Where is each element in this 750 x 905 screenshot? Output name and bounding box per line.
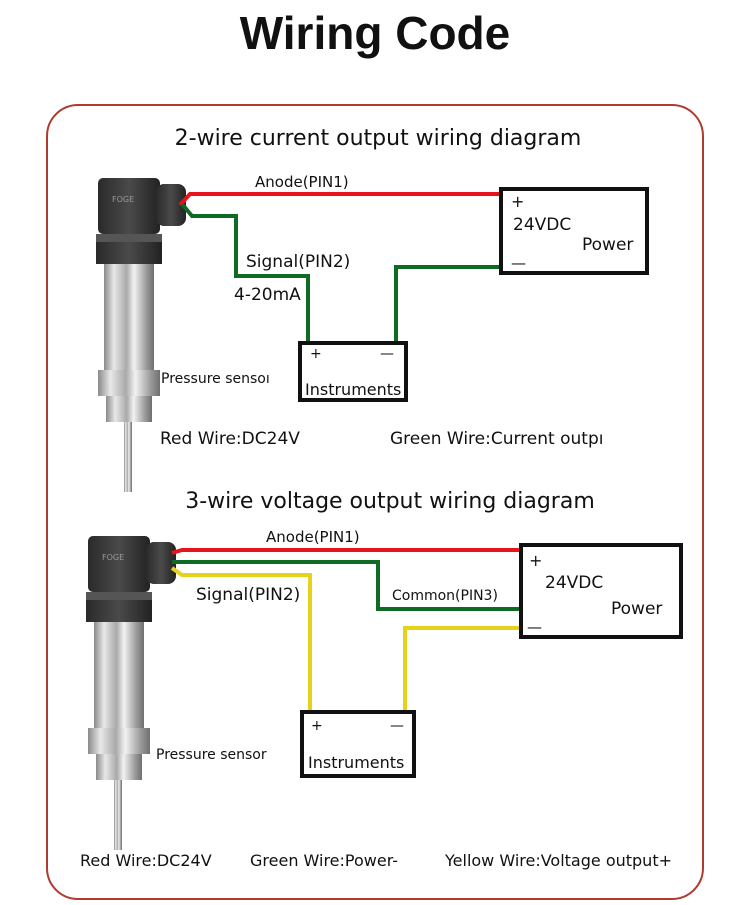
power-voltage-2: 24VDC	[545, 573, 603, 593]
sensor-label-2: Pressure sensor	[156, 747, 267, 763]
instruments-label-2: Instruments	[308, 753, 404, 772]
legend-green-1: Green Wire:Current outpı	[390, 429, 603, 449]
power-minus-1: —	[511, 254, 526, 272]
instruments-box-2	[300, 710, 416, 778]
diagram1-heading: 2-wire current output wiring diagram	[175, 126, 582, 151]
power-box-1	[499, 187, 649, 275]
sensor-label-1: Pressure sensoı	[161, 371, 270, 387]
instruments-box-1	[298, 341, 408, 402]
legend-red-1: Red Wire:DC24V	[160, 429, 300, 449]
page-title: Wiring Code	[239, 7, 511, 59]
signal-label-2: Signal(PIN2)	[196, 585, 300, 605]
current-label: 4-20mA	[234, 285, 301, 305]
anode-label-2: Anode(PIN1)	[266, 528, 360, 546]
power-label-2: Power	[611, 599, 662, 619]
green-wire-2	[172, 560, 520, 611]
instruments-minus-2: —	[390, 718, 404, 734]
red-wire-1	[178, 192, 500, 207]
power-plus-1: +	[511, 192, 524, 211]
yellow-wire-2a	[170, 566, 312, 712]
green-wire-1a	[180, 202, 310, 343]
instruments-label-1: Instruments	[305, 380, 401, 399]
pressure-sensor-image-2	[86, 536, 176, 850]
legend-green-2: Green Wire:Power-	[250, 851, 398, 870]
signal-label-1: Signal(PIN2)	[246, 252, 350, 272]
instruments-minus-1: —	[380, 346, 394, 362]
legend-red-2: Red Wire:DC24V	[80, 851, 212, 870]
common-label: Common(PIN3)	[392, 588, 498, 604]
yellow-wire-2b	[403, 626, 520, 712]
power-label-1: Power	[582, 235, 633, 255]
diagram-frame	[46, 104, 704, 900]
power-minus-2: —	[527, 618, 542, 636]
diagram2-heading: 3-wire voltage output wiring diagram	[185, 489, 595, 514]
green-wire-1b	[394, 265, 500, 343]
power-plus-2: +	[529, 551, 542, 570]
power-box-2	[519, 543, 683, 639]
power-voltage-1: 24VDC	[513, 215, 571, 235]
instruments-plus-2: +	[311, 718, 323, 734]
red-wire-2	[171, 548, 520, 555]
anode-label-1: Anode(PIN1)	[255, 173, 349, 191]
instruments-plus-1: +	[310, 346, 322, 362]
legend-yellow-2: Yellow Wire:Voltage output+	[444, 851, 672, 870]
